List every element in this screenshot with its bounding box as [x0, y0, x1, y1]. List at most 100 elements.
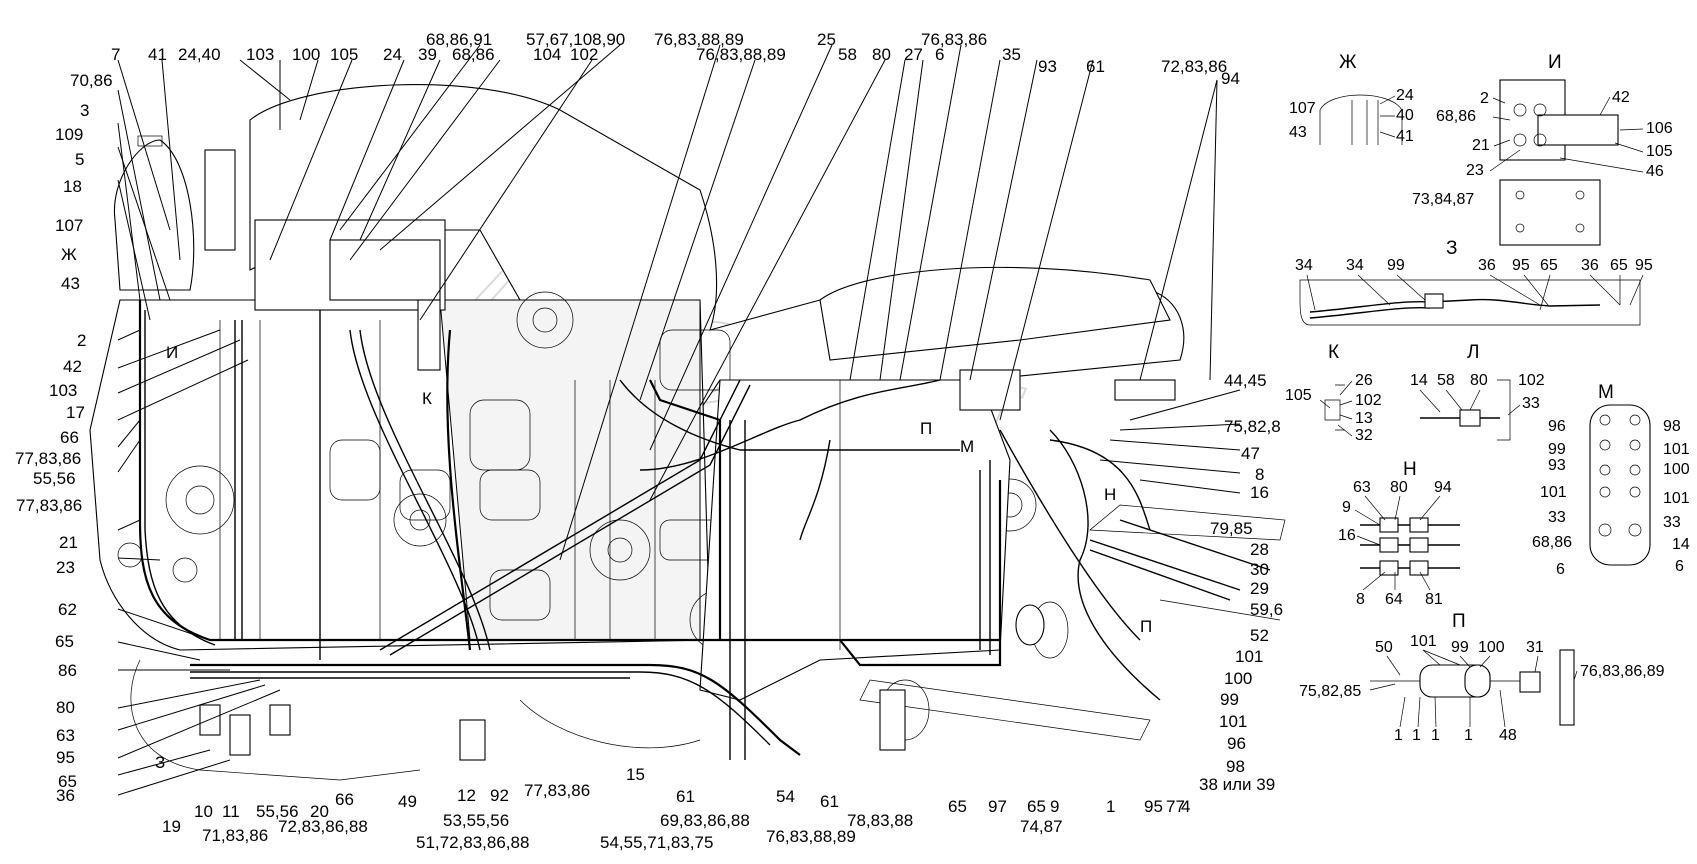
svg-text:100: 100	[1478, 639, 1505, 656]
callout-label: 24	[383, 45, 402, 64]
svg-text:65: 65	[1610, 257, 1628, 274]
callout-label: 5	[75, 150, 84, 169]
detail-m: М 96 98 99 101 93 100 101 101 33 33 68,8…	[1532, 382, 1690, 578]
callout-label: 23	[56, 558, 75, 577]
svg-text:42: 42	[1612, 89, 1630, 106]
svg-text:З: З	[1446, 238, 1457, 259]
callout-label: 41	[148, 45, 167, 64]
callout-label: 44,45	[1224, 371, 1267, 390]
svg-text:24: 24	[1396, 87, 1414, 104]
callout-label: 42	[63, 357, 82, 376]
callout-label: 7	[111, 45, 120, 64]
callout-label: 39	[418, 45, 437, 64]
callout-label: 8	[1255, 465, 1264, 484]
svg-text:73,84,87: 73,84,87	[1412, 191, 1474, 208]
callout-label: 78,83,88	[847, 811, 913, 830]
callout-label: 70,86	[70, 71, 113, 90]
callout-label: 1	[1106, 797, 1115, 816]
callout-label: 4	[1181, 797, 1190, 816]
svg-text:94: 94	[1434, 479, 1452, 496]
svg-text:21: 21	[1472, 137, 1490, 154]
callout-label: 30	[1250, 560, 1269, 579]
callout-label: М	[960, 437, 974, 456]
detail-n: Н 63 80 94 9 16 8 64 81	[1338, 459, 1460, 608]
svg-text:101: 101	[1540, 484, 1567, 501]
callout-label: 71,83,86	[202, 826, 268, 845]
callout-label: 96	[1227, 734, 1246, 753]
callout-label: 77,83,86	[524, 781, 590, 800]
svg-text:99: 99	[1548, 441, 1566, 458]
callout-label: 77	[1166, 797, 1185, 816]
svg-text:6: 6	[1675, 558, 1684, 575]
svg-text:Ж: Ж	[1339, 52, 1357, 73]
svg-text:99: 99	[1387, 257, 1405, 274]
svg-text:34: 34	[1295, 257, 1313, 274]
callout-label: 77,83,86	[15, 449, 81, 468]
svg-text:1: 1	[1464, 727, 1473, 744]
svg-text:48: 48	[1499, 727, 1517, 744]
svg-text:80: 80	[1390, 479, 1408, 496]
svg-text:101: 101	[1663, 490, 1690, 507]
svg-text:8: 8	[1356, 591, 1365, 608]
callout-label: 62	[58, 600, 77, 619]
svg-text:80: 80	[1470, 372, 1488, 389]
callout-label: 98	[1226, 757, 1245, 776]
callout-label: 72,83,86,88	[278, 817, 368, 836]
callout-label: 105	[330, 45, 358, 64]
callout-label: З	[155, 753, 165, 772]
svg-text:106: 106	[1646, 120, 1673, 137]
svg-text:101: 101	[1410, 633, 1437, 650]
callout-label: К	[422, 389, 432, 408]
svg-text:105: 105	[1285, 387, 1312, 404]
svg-text:33: 33	[1522, 395, 1540, 412]
callout-label: 76,83,86	[921, 30, 987, 49]
callout-label: 65	[55, 632, 74, 651]
callout-label: 100	[292, 45, 320, 64]
callout-label: 101	[1219, 712, 1247, 731]
svg-text:100: 100	[1663, 461, 1690, 478]
svg-text:68,86: 68,86	[1532, 534, 1572, 551]
svg-text:58: 58	[1437, 372, 1455, 389]
callout-label: Ж	[61, 245, 77, 264]
detail-zh: Ж 107 43 24 40 41	[1289, 52, 1414, 145]
callout-label: 109	[55, 125, 83, 144]
callout-label: 25	[817, 30, 836, 49]
svg-text:Н: Н	[1403, 459, 1417, 480]
callout-label: 104	[533, 45, 561, 64]
svg-text:36: 36	[1478, 257, 1496, 274]
callout-label: 18	[63, 177, 82, 196]
callout-label: 65	[948, 797, 967, 816]
callout-label: 103	[49, 381, 77, 400]
svg-text:50: 50	[1375, 639, 1393, 656]
callout-label: 55,56	[33, 469, 76, 488]
svg-text:П: П	[1452, 611, 1466, 632]
leader-lines	[117, 44, 1241, 796]
svg-text:43: 43	[1289, 124, 1307, 141]
callout-label: 19	[162, 817, 181, 836]
svg-text:95: 95	[1512, 257, 1530, 274]
callout-label: 17	[66, 403, 85, 422]
callout-label: 68,86,91	[426, 30, 492, 49]
svg-text:76,83,86,89: 76,83,86,89	[1580, 663, 1665, 680]
callout-label: 15	[626, 765, 645, 784]
svg-text:26: 26	[1355, 372, 1373, 389]
svg-text:23: 23	[1466, 162, 1484, 179]
callout-label: 47	[1241, 444, 1260, 463]
callout-label: 65	[58, 772, 77, 791]
svg-text:96: 96	[1548, 418, 1566, 435]
svg-text:63: 63	[1353, 479, 1371, 496]
svg-text:И: И	[1548, 52, 1562, 73]
callout-label: 52	[1250, 626, 1269, 645]
svg-text:64: 64	[1385, 591, 1403, 608]
svg-text:75,82,85: 75,82,85	[1299, 683, 1361, 700]
callout-label: 21	[59, 533, 78, 552]
callout-label: 55,56	[256, 802, 299, 821]
callout-label: 65	[1027, 797, 1046, 816]
svg-text:1: 1	[1431, 727, 1440, 744]
svg-text:36: 36	[1581, 257, 1599, 274]
callout-label: 11	[222, 802, 240, 821]
svg-text:6: 6	[1556, 561, 1565, 578]
callout-label: 51,72,83,86,88	[416, 833, 529, 852]
callout-label: П	[920, 419, 932, 438]
